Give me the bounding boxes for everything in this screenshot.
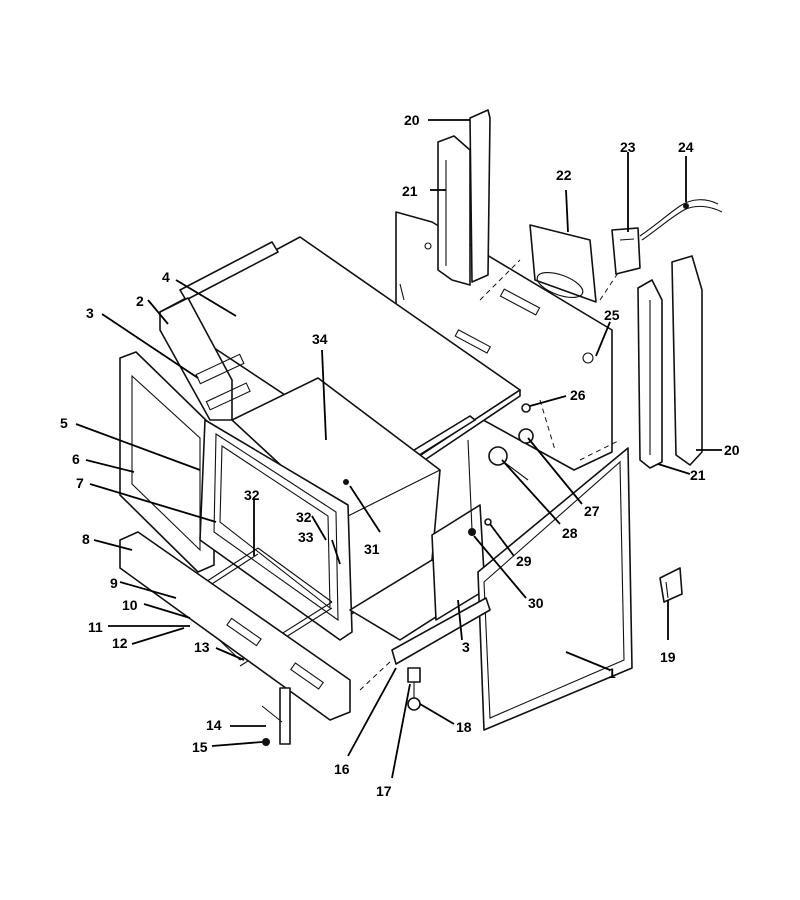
callout-18: 18: [456, 719, 472, 735]
callout-20: 20: [724, 442, 740, 458]
terminal-block: [611, 227, 641, 275]
alignment-line: [579, 439, 621, 461]
side-trim-right: [637, 255, 703, 469]
callout-31: 31: [364, 541, 380, 557]
parts-drawing: [119, 109, 723, 746]
callout-8: 8: [82, 531, 90, 547]
callout-labels: 1 2 3 3 4 5 6 7 8 9 10 11 12 13 14 15 16…: [60, 112, 740, 799]
callout-14: 14: [206, 717, 222, 733]
top-screw: [343, 479, 349, 485]
callout-19: 19: [660, 649, 676, 665]
callout-34: 34: [312, 331, 328, 347]
grommet: [521, 403, 531, 413]
ignition-part: [468, 528, 476, 536]
callout-1: 1: [608, 665, 616, 681]
screw: [262, 738, 270, 746]
alignment-line: [599, 269, 621, 301]
callout-9: 9: [110, 575, 118, 591]
callout-10: 10: [122, 597, 138, 613]
door-frame: [199, 419, 353, 641]
callout-29: 29: [516, 553, 532, 569]
outer-door-frame: [119, 351, 215, 573]
callout-3: 3: [86, 305, 94, 321]
callout-15: 15: [192, 739, 208, 755]
callout-6: 6: [72, 451, 80, 467]
callout-2: 2: [136, 293, 144, 309]
alignment-line: [479, 259, 521, 301]
side-trim-left: [437, 109, 491, 286]
alignment-line: [359, 659, 393, 691]
callout-12: 12: [112, 635, 128, 651]
side-panel: [477, 447, 633, 731]
callout-26: 26: [570, 387, 586, 403]
callout-21: 21: [690, 467, 706, 483]
callout-25: 25: [604, 307, 620, 323]
callout-30: 30: [528, 595, 544, 611]
stand-bracket: [261, 687, 291, 745]
callout-32: 32: [296, 509, 312, 525]
callout-33: 33: [298, 529, 314, 545]
lower-kick-panel: [119, 531, 351, 721]
callout-27: 27: [584, 503, 600, 519]
callout-23: 23: [620, 139, 636, 155]
callout-22: 22: [556, 167, 572, 183]
callout-21: 21: [402, 183, 418, 199]
callout-20: 20: [404, 112, 420, 128]
callout-5: 5: [60, 415, 68, 431]
callout-16: 16: [334, 761, 350, 777]
wire-harness: [639, 199, 723, 241]
front-lower-rail: [391, 597, 491, 665]
bushing: [484, 518, 492, 526]
callout-28: 28: [562, 525, 578, 541]
callout-17: 17: [376, 783, 392, 799]
callout-13: 13: [194, 639, 210, 655]
leader-lines: [75, 119, 722, 779]
leveling-leg: [407, 667, 421, 711]
callout-4: 4: [162, 269, 170, 285]
callout-11: 11: [88, 619, 103, 635]
callout-32: 32: [244, 487, 260, 503]
clip: [659, 567, 683, 603]
callout-24: 24: [678, 139, 694, 155]
callout-7: 7: [76, 475, 84, 491]
callout-3: 3: [462, 639, 470, 655]
upper-back-flange: [179, 241, 279, 301]
vent-deflector: [529, 224, 597, 303]
